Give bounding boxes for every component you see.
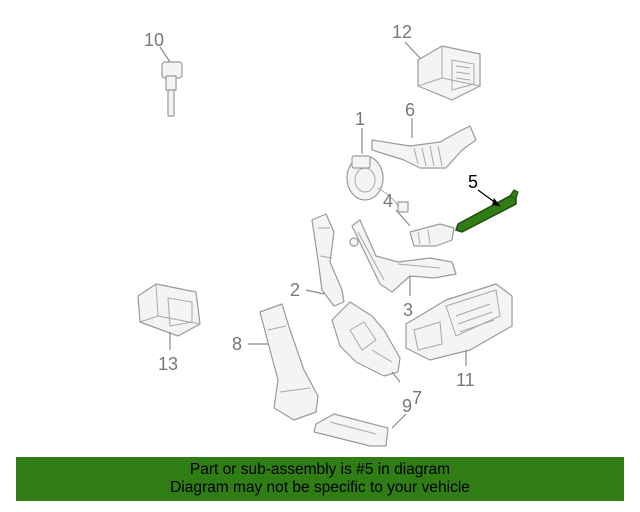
callout-11[interactable]: 11 [456, 370, 475, 390]
callout-2[interactable]: 2 [290, 280, 300, 300]
callout-4[interactable]: 4 [383, 191, 393, 211]
leader-5-arrow [492, 198, 500, 206]
callout-3[interactable]: 3 [403, 300, 413, 320]
banner-line-1: Part or sub-assembly is #5 in diagram [189, 461, 451, 478]
part-6-duct[interactable] [371, 125, 477, 169]
callout-12[interactable]: 12 [392, 22, 412, 42]
callout-10[interactable]: 10 [144, 30, 164, 50]
part-7-duct[interactable] [331, 301, 401, 377]
leader-2 [305, 289, 325, 295]
part-8-duct[interactable] [259, 303, 319, 421]
part-1-actuator[interactable] [346, 155, 409, 213]
leader-10 [159, 46, 171, 63]
leader-9 [391, 413, 407, 429]
callout-9[interactable]: 9 [402, 396, 412, 416]
part-12-vent[interactable] [417, 45, 481, 101]
parts-diagram: 10 12 1 6 5 4 3 [137, 22, 519, 447]
part-11-vent[interactable] [405, 283, 513, 361]
leader-4 [395, 209, 411, 227]
callout-1[interactable]: 1 [355, 109, 365, 129]
callout-5[interactable]: 5 [468, 172, 478, 192]
leader-12 [404, 41, 421, 59]
part-2-duct[interactable] [311, 213, 345, 307]
banner-line-2: Diagram may not be specific to your vehi… [170, 479, 470, 496]
leader-7 [391, 371, 401, 383]
part-3-duct[interactable] [349, 219, 457, 293]
part-10-sensor[interactable] [161, 61, 183, 117]
part-4-duct[interactable] [409, 223, 455, 247]
callout-13[interactable]: 13 [158, 354, 178, 374]
callout-6[interactable]: 6 [405, 100, 415, 120]
info-banner: Part or sub-assembly is #5 in diagram Di… [16, 457, 624, 501]
part-9-plate[interactable] [313, 413, 389, 447]
part-13-vent[interactable] [137, 283, 201, 337]
part-5-highlighted[interactable] [455, 189, 519, 233]
callout-8[interactable]: 8 [232, 334, 242, 354]
callout-7[interactable]: 7 [412, 388, 422, 408]
